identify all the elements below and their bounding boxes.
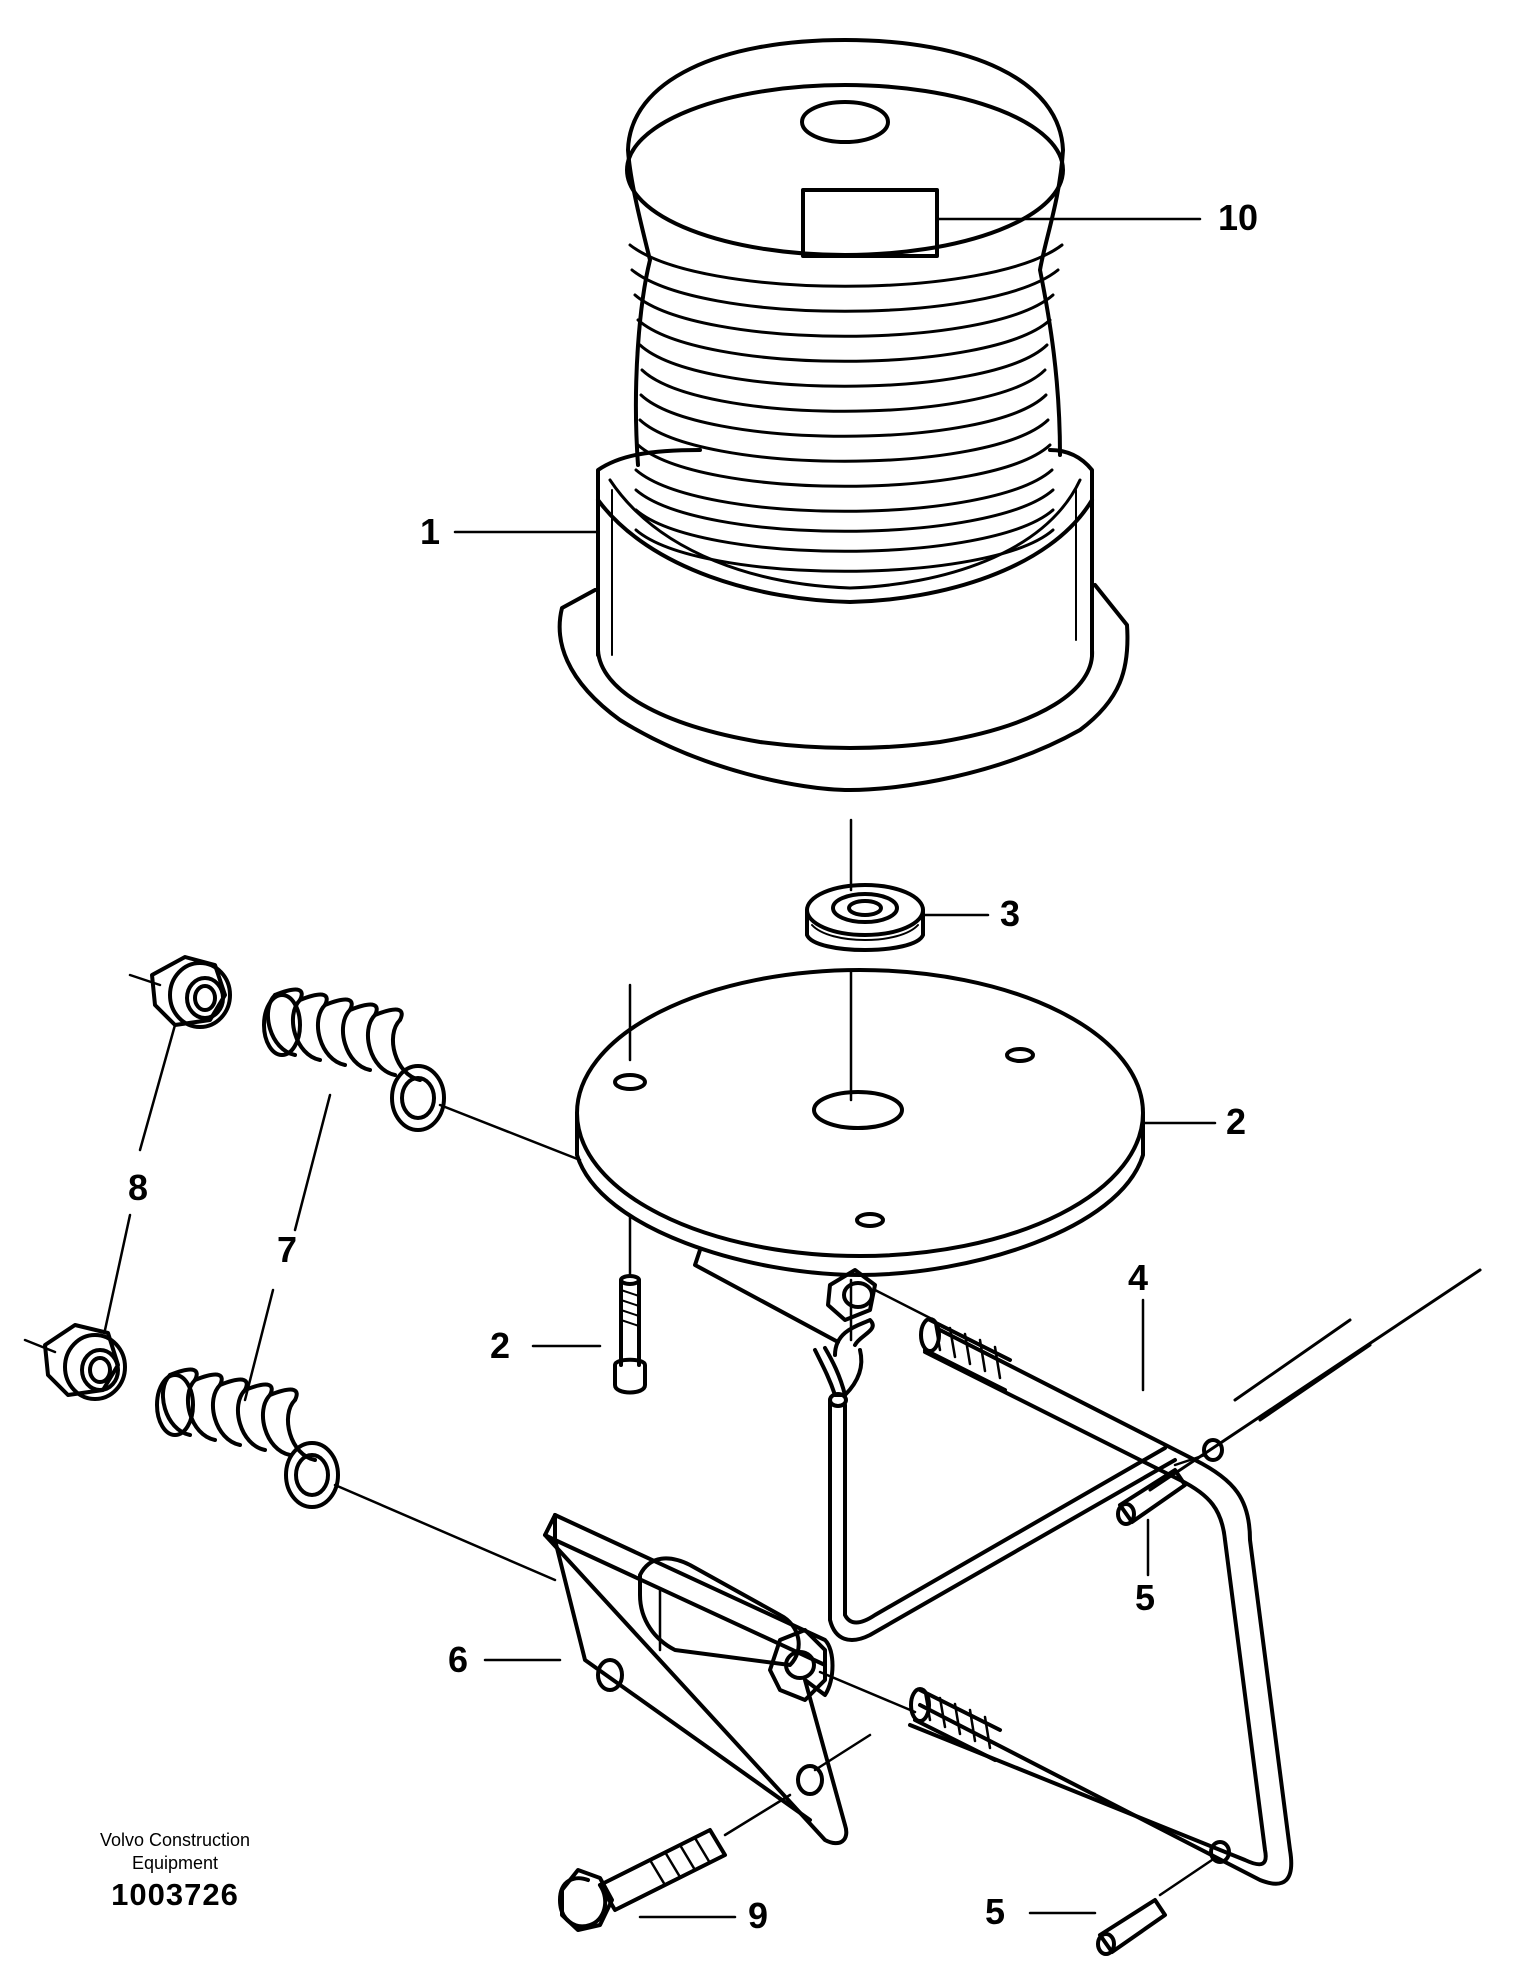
bolt-small (613, 1213, 647, 1395)
callout-9: 9 (748, 1895, 769, 1936)
callout-5-lower: 5 (985, 1891, 1006, 1932)
base-plate (575, 968, 1145, 1344)
callout-1: 1 (420, 511, 441, 552)
callout-3: 3 (1000, 893, 1021, 934)
grommet (805, 818, 925, 1102)
pin-lower (1096, 1858, 1214, 1956)
beacon-lamp (557, 38, 1130, 792)
bolt-large (558, 1793, 792, 1932)
caption-company-line2: Equipment (131, 1853, 219, 1873)
u-bolt (908, 1317, 1294, 1886)
callout-2-plate: 2 (1226, 1101, 1247, 1142)
callout-5-upper: 5 (1135, 1577, 1156, 1618)
nut-lower (23, 1323, 127, 1401)
caption-drawing-number: 1003726 (111, 1877, 239, 1912)
callout-10: 10 (1218, 197, 1259, 238)
caption-company-line1: Volvo Construction (99, 1830, 251, 1850)
spring-upper (262, 987, 446, 1132)
nut-upper (128, 955, 232, 1029)
cable (813, 1268, 1177, 1642)
beacon-ribs (628, 243, 1064, 573)
bracket (543, 1513, 917, 1846)
label-plate (801, 188, 939, 258)
leader-lines (103, 217, 1217, 1919)
callout-7: 7 (277, 1229, 298, 1270)
callout-6: 6 (448, 1639, 469, 1680)
spring-lower (155, 1367, 340, 1509)
callout-2-bolt: 2 (490, 1325, 511, 1366)
callout-4: 4 (1128, 1257, 1149, 1298)
callout-8: 8 (128, 1167, 149, 1208)
